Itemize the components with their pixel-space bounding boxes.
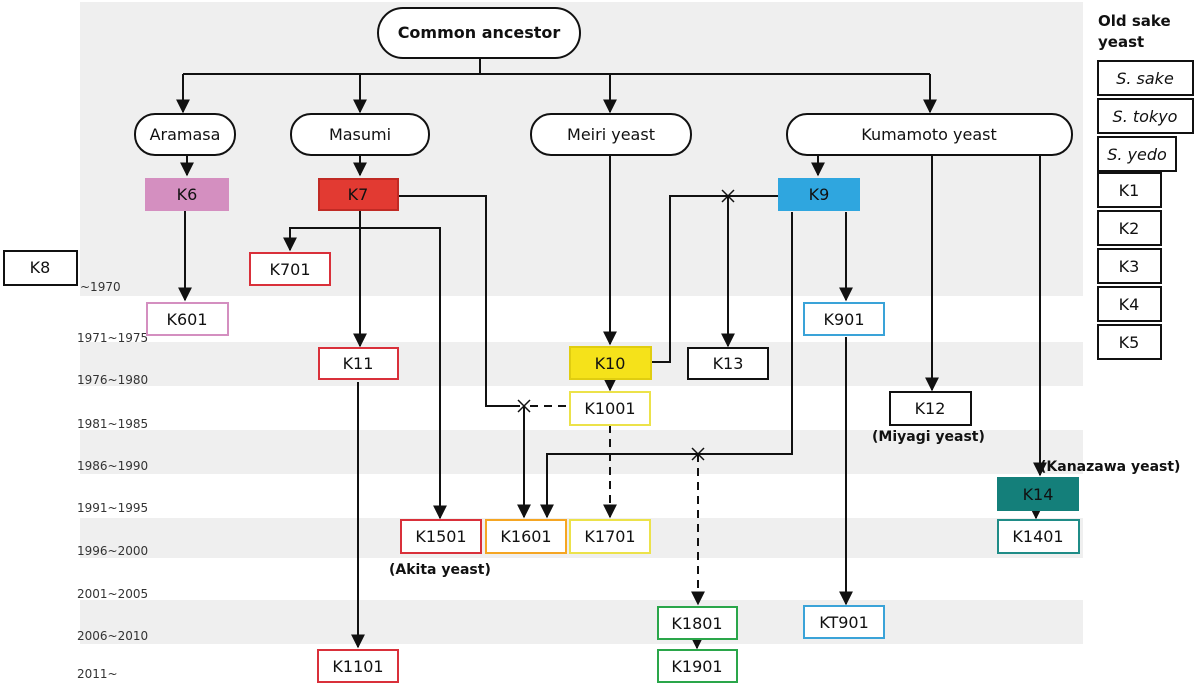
svg-text:K1101: K1101 bbox=[332, 657, 383, 676]
svg-text:K12: K12 bbox=[915, 399, 946, 418]
svg-text:Meiri yeast: Meiri yeast bbox=[567, 125, 655, 144]
strain-K901: K901 bbox=[803, 302, 885, 336]
svg-text:yeast: yeast bbox=[1098, 33, 1144, 51]
strain-KT901: KT901 bbox=[803, 605, 885, 639]
strain-K1901: K1901 bbox=[657, 649, 738, 683]
strain-K1801: K1801 bbox=[657, 606, 738, 640]
legend-item: K3 bbox=[1097, 248, 1162, 284]
legend-item: S. sake bbox=[1097, 60, 1194, 96]
strain-K601: K601 bbox=[146, 302, 229, 336]
legend-item: K2 bbox=[1097, 210, 1162, 246]
lineage-aramasa: Aramasa bbox=[134, 113, 236, 156]
cross-marks bbox=[517, 189, 735, 461]
strain-K13: K13 bbox=[687, 347, 769, 380]
strain-K10: K10 bbox=[569, 346, 652, 380]
svg-text:S. tokyo: S. tokyo bbox=[1113, 107, 1178, 126]
svg-text:K3: K3 bbox=[1119, 257, 1140, 276]
strain-K1401: K1401 bbox=[997, 519, 1080, 554]
lineage-kumamoto: Kumamoto yeast bbox=[786, 113, 1073, 156]
strain-K6: K6 bbox=[145, 178, 229, 211]
svg-text:Aramasa: Aramasa bbox=[150, 125, 221, 144]
root-node: Common ancestor bbox=[377, 7, 581, 59]
svg-text:K6: K6 bbox=[177, 185, 198, 204]
strain-K701: K701 bbox=[249, 252, 331, 286]
lineage-masumi: Masumi bbox=[290, 113, 430, 156]
strain-K1101: K1101 bbox=[317, 649, 399, 683]
strain-K1701: K1701 bbox=[569, 519, 651, 554]
svg-text:K1901: K1901 bbox=[671, 657, 722, 676]
old-yeast-legend: Old sake yeast S. sake S. tokyo S. yedo … bbox=[1097, 12, 1194, 360]
strain-K1001: K1001 bbox=[569, 391, 651, 426]
legend-item: K5 bbox=[1097, 324, 1162, 360]
svg-text:K4: K4 bbox=[1119, 295, 1140, 314]
legend-item: S. yedo bbox=[1097, 136, 1177, 172]
period-label: 1976~1980 bbox=[77, 373, 148, 387]
svg-text:K14: K14 bbox=[1023, 485, 1054, 504]
legend-item: K4 bbox=[1097, 286, 1162, 322]
period-label: 2006~2010 bbox=[77, 629, 148, 643]
period-label: ~1970 bbox=[80, 280, 121, 294]
svg-text:K9: K9 bbox=[809, 185, 830, 204]
note-kanazawa: (Kanazawa yeast) bbox=[1040, 459, 1180, 475]
svg-text:K1401: K1401 bbox=[1012, 527, 1063, 546]
legend-item: S. tokyo bbox=[1097, 98, 1194, 134]
connectors bbox=[176, 58, 1047, 650]
svg-text:Common ancestor: Common ancestor bbox=[398, 23, 561, 42]
svg-text:K10: K10 bbox=[595, 354, 626, 373]
period-label: 1981~1985 bbox=[77, 417, 148, 431]
svg-text:Masumi: Masumi bbox=[329, 125, 391, 144]
svg-text:K901: K901 bbox=[823, 310, 864, 329]
svg-text:K8: K8 bbox=[30, 258, 51, 277]
svg-text:K7: K7 bbox=[348, 185, 369, 204]
svg-text:K601: K601 bbox=[166, 310, 207, 329]
svg-text:Kumamoto yeast: Kumamoto yeast bbox=[861, 125, 996, 144]
svg-text:S. sake: S. sake bbox=[1116, 69, 1174, 88]
svg-text:K1501: K1501 bbox=[415, 527, 466, 546]
svg-text:K701: K701 bbox=[269, 260, 310, 279]
period-label: 1971~1975 bbox=[77, 331, 148, 345]
period-label: 2011~ bbox=[77, 667, 118, 681]
svg-text:K13: K13 bbox=[713, 354, 744, 373]
svg-text:K11: K11 bbox=[343, 354, 374, 373]
svg-text:K1801: K1801 bbox=[671, 614, 722, 633]
lineage-meiri: Meiri yeast bbox=[530, 113, 692, 156]
svg-text:KT901: KT901 bbox=[819, 613, 869, 632]
strain-K14: K14 bbox=[997, 477, 1079, 511]
strain-K1501: K1501 bbox=[400, 519, 482, 554]
strain-K9: K9 bbox=[778, 178, 860, 211]
svg-text:K5: K5 bbox=[1119, 333, 1140, 352]
note-akita: (Akita yeast) bbox=[389, 562, 491, 578]
strain-K11: K11 bbox=[318, 347, 399, 380]
period-labels: ~1970 1971~1975 1976~1980 1981~1985 1986… bbox=[77, 280, 148, 681]
period-label: 1986~1990 bbox=[77, 459, 148, 473]
period-label: 1996~2000 bbox=[77, 544, 148, 558]
strain-K7: K7 bbox=[318, 178, 399, 211]
strain-K12: K12 bbox=[889, 391, 972, 426]
svg-text:K1701: K1701 bbox=[584, 527, 635, 546]
svg-text:K1601: K1601 bbox=[500, 527, 551, 546]
svg-text:Old sake: Old sake bbox=[1098, 12, 1171, 30]
note-miyagi: (Miyagi yeast) bbox=[872, 429, 985, 445]
period-label: 1991~1995 bbox=[77, 501, 148, 515]
legend-item: K1 bbox=[1097, 172, 1162, 208]
period-label: 2001~2005 bbox=[77, 587, 148, 601]
svg-text:S. yedo: S. yedo bbox=[1107, 145, 1167, 164]
strain-K8: K8 bbox=[3, 250, 78, 286]
svg-text:K1001: K1001 bbox=[584, 399, 635, 418]
svg-text:K2: K2 bbox=[1119, 219, 1140, 238]
strain-K1601: K1601 bbox=[485, 519, 567, 554]
svg-text:K1: K1 bbox=[1119, 181, 1140, 200]
